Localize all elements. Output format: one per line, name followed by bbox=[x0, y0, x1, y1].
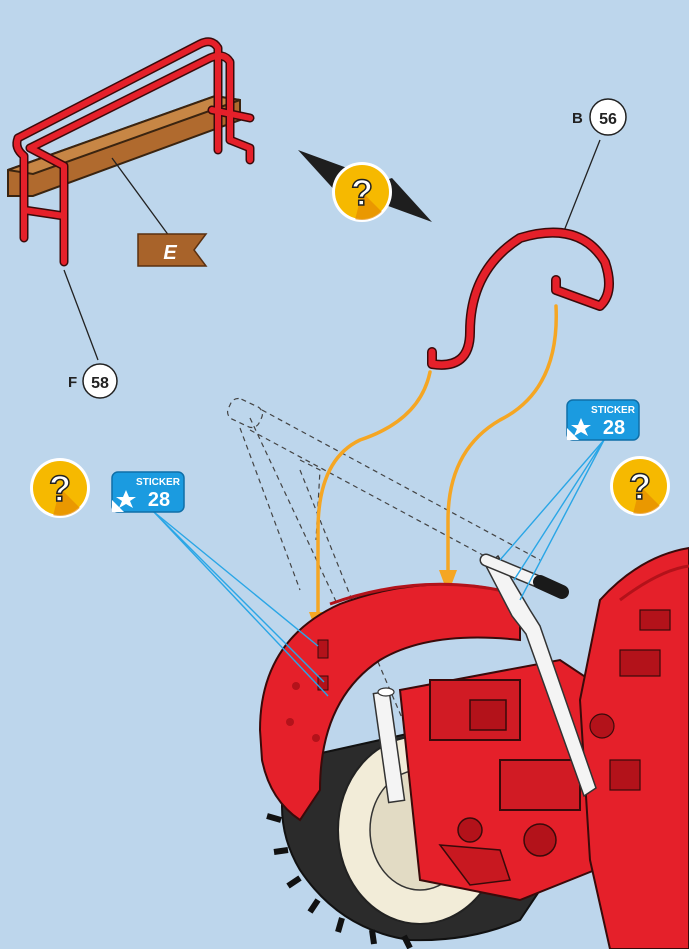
sticker-28-left: STICKER 28 bbox=[112, 472, 184, 512]
sticker-28-right: STICKER 28 bbox=[567, 400, 639, 440]
part-56-callout: B 56 bbox=[562, 99, 626, 236]
tractor bbox=[260, 548, 689, 949]
piece-e-letter: E bbox=[163, 242, 177, 264]
piece-e-flag: E bbox=[138, 234, 206, 266]
tractor-hood bbox=[580, 548, 689, 949]
seat-handle-part bbox=[432, 233, 609, 365]
sticker-number: 28 bbox=[603, 417, 625, 439]
question-mark-icon: ? bbox=[49, 468, 71, 509]
question-mark-icon: ? bbox=[629, 466, 651, 507]
sticker-word: STICKER bbox=[591, 405, 636, 416]
part-58-letter: F bbox=[68, 374, 77, 391]
sticker-number: 28 bbox=[148, 489, 170, 511]
part-56-number: 56 bbox=[599, 111, 617, 128]
question-mark-icon: ? bbox=[351, 172, 373, 213]
sticker-word: STICKER bbox=[136, 477, 181, 488]
part-58-callout: F 58 bbox=[68, 364, 117, 398]
part-56-letter: B bbox=[572, 110, 583, 127]
hint-button-right[interactable]: ? bbox=[610, 456, 670, 526]
part-58-number: 58 bbox=[91, 375, 109, 392]
hint-button-center[interactable]: ? bbox=[332, 162, 392, 232]
bench-assembly bbox=[8, 42, 250, 360]
hint-button-left[interactable]: ? bbox=[30, 458, 90, 528]
